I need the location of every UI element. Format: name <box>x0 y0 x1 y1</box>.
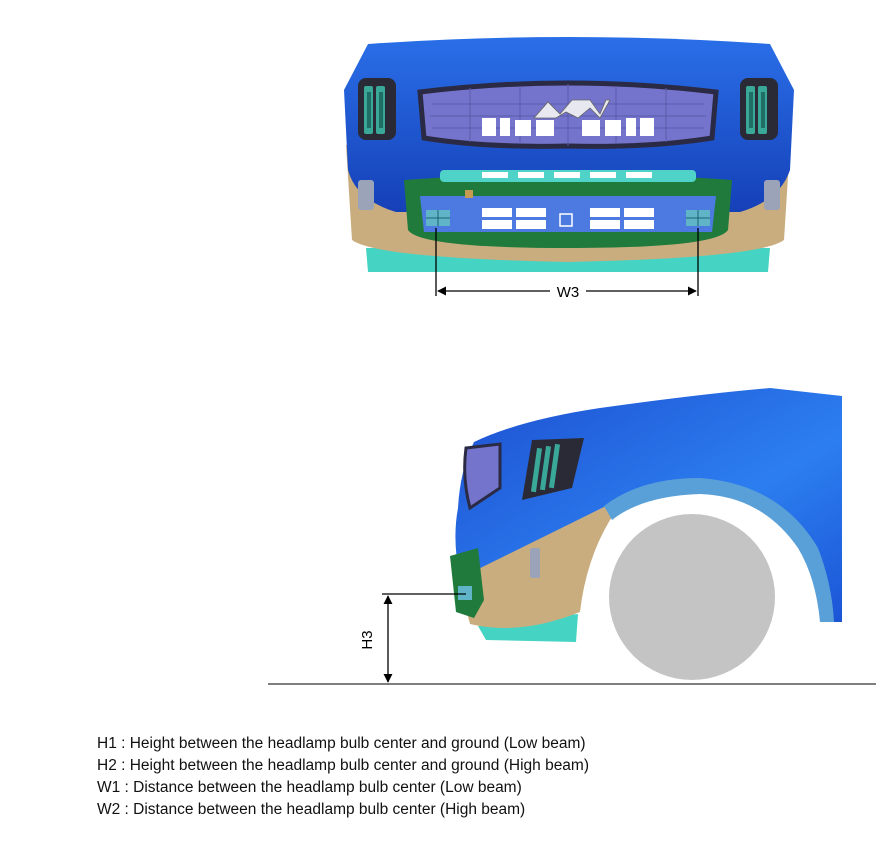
side-lower-grille <box>450 548 484 618</box>
front-view-vehicle <box>344 37 794 272</box>
legend-h2: H2 : Height between the headlamp bulb ce… <box>97 757 590 774</box>
brand-logo <box>533 99 611 119</box>
front-right-headlamp <box>740 78 778 140</box>
front-wheel <box>609 514 775 680</box>
front-right-fog-lamp <box>686 210 710 226</box>
front-sensor <box>465 190 473 198</box>
side-view-vehicle <box>268 388 876 685</box>
legend: H1 : Height between the headlamp bulb ce… <box>97 733 797 821</box>
side-lower-bumper <box>458 498 628 628</box>
side-headlamp <box>522 438 584 500</box>
w3-label: W3 <box>557 284 580 301</box>
legend-w2: W2 : Distance between the headlamp bulb … <box>97 801 526 818</box>
grille-trim-marks <box>482 172 652 178</box>
license-plate-mount <box>559 213 573 227</box>
w3-dimension: W3 <box>435 228 699 301</box>
front-left-headlamp <box>358 78 396 140</box>
side-headlamp-grille <box>463 442 502 511</box>
legend-h1: H1 : Height between the headlamp bulb ce… <box>97 735 586 752</box>
wheel-arch-trim <box>604 478 834 622</box>
front-right-side-vent <box>764 180 780 210</box>
h3-dimension: H3 <box>359 593 466 683</box>
grille-bars <box>482 118 654 136</box>
h3-label: H3 <box>359 630 376 649</box>
front-left-side-vent <box>358 180 374 210</box>
side-fog-lamp <box>458 586 472 600</box>
lower-grille-slots <box>482 208 654 229</box>
headlamp-diagram: W3 H3 <box>268 37 876 685</box>
front-left-fog-lamp <box>426 210 450 226</box>
side-vent <box>530 548 540 578</box>
legend-w1: W1 : Distance between the headlamp bulb … <box>97 779 522 796</box>
